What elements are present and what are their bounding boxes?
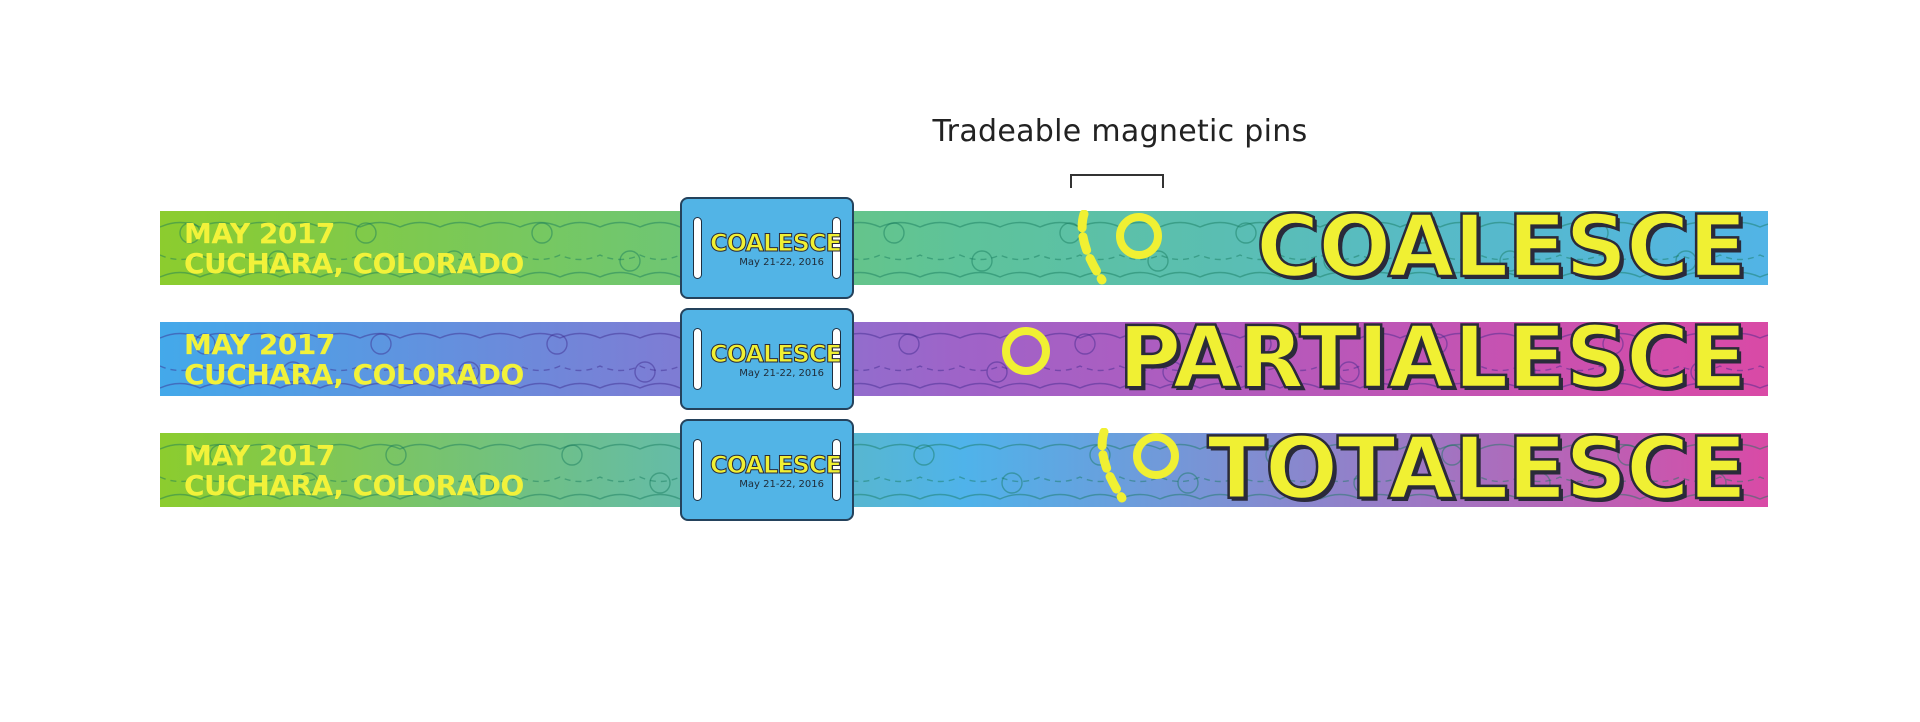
buckle-slot (832, 217, 841, 279)
band-location: CUCHARA, COLORADO (184, 469, 524, 502)
band-title: PARTIALESCE (1117, 322, 1748, 396)
band-date: MAY 2017 (184, 439, 335, 472)
magnetic-pin-ring-icon (1002, 327, 1050, 375)
buckle-slot (832, 328, 841, 390)
band-date: MAY 2017 (184, 217, 335, 250)
band-location: CUCHARA, COLORADO (184, 247, 524, 280)
magnetic-pin-ring-icon (1116, 213, 1162, 259)
buckle-date: May 21-22, 2016 (739, 368, 824, 379)
band-pattern (160, 211, 1768, 285)
buckle-slot (693, 217, 702, 279)
buckle-date: May 21-22, 2016 (739, 479, 824, 490)
wristband-totalesce: MAY 2017 CUCHARA, COLORADO TOTALESCE (160, 433, 1768, 507)
buckle-date: May 21-22, 2016 (739, 257, 824, 268)
buckle-logo: COALESCE (710, 340, 843, 369)
band-date-location: MAY 2017 CUCHARA, COLORADO (184, 441, 524, 501)
buckle-logo: COALESCE (710, 451, 843, 480)
wristband-coalesce: MAY 2017 CUCHARA, COLORADO COALESCE (160, 211, 1768, 285)
band-title: TOTALESCE (1206, 433, 1748, 507)
magnetic-pin-dash-icon (1077, 210, 1107, 285)
band-location: CUCHARA, COLORADO (184, 358, 524, 391)
buckle-logo: COALESCE (710, 229, 843, 258)
buckle: COALESCE May 21-22, 2016 (680, 308, 854, 410)
buckle: COALESCE May 21-22, 2016 (680, 419, 854, 521)
buckle-slot (693, 328, 702, 390)
buckle-slot (693, 439, 702, 501)
magnetic-pin-dash-icon (1097, 428, 1127, 503)
pins-annotation-label: Tradeable magnetic pins (932, 114, 1308, 149)
band-date-location: MAY 2017 CUCHARA, COLORADO (184, 219, 524, 279)
band-date-location: MAY 2017 CUCHARA, COLORADO (184, 330, 524, 390)
band-date: MAY 2017 (184, 328, 335, 361)
magnetic-pin-ring-icon (1133, 433, 1179, 479)
band-pattern (160, 322, 1768, 396)
band-title: COALESCE (1255, 211, 1748, 285)
band-pattern (160, 433, 1768, 507)
pins-bracket (1070, 174, 1164, 188)
buckle: COALESCE May 21-22, 2016 (680, 197, 854, 299)
wristband-partialesce: MAY 2017 CUCHARA, COLORADO PARTIALESCE (160, 322, 1768, 396)
buckle-slot (832, 439, 841, 501)
